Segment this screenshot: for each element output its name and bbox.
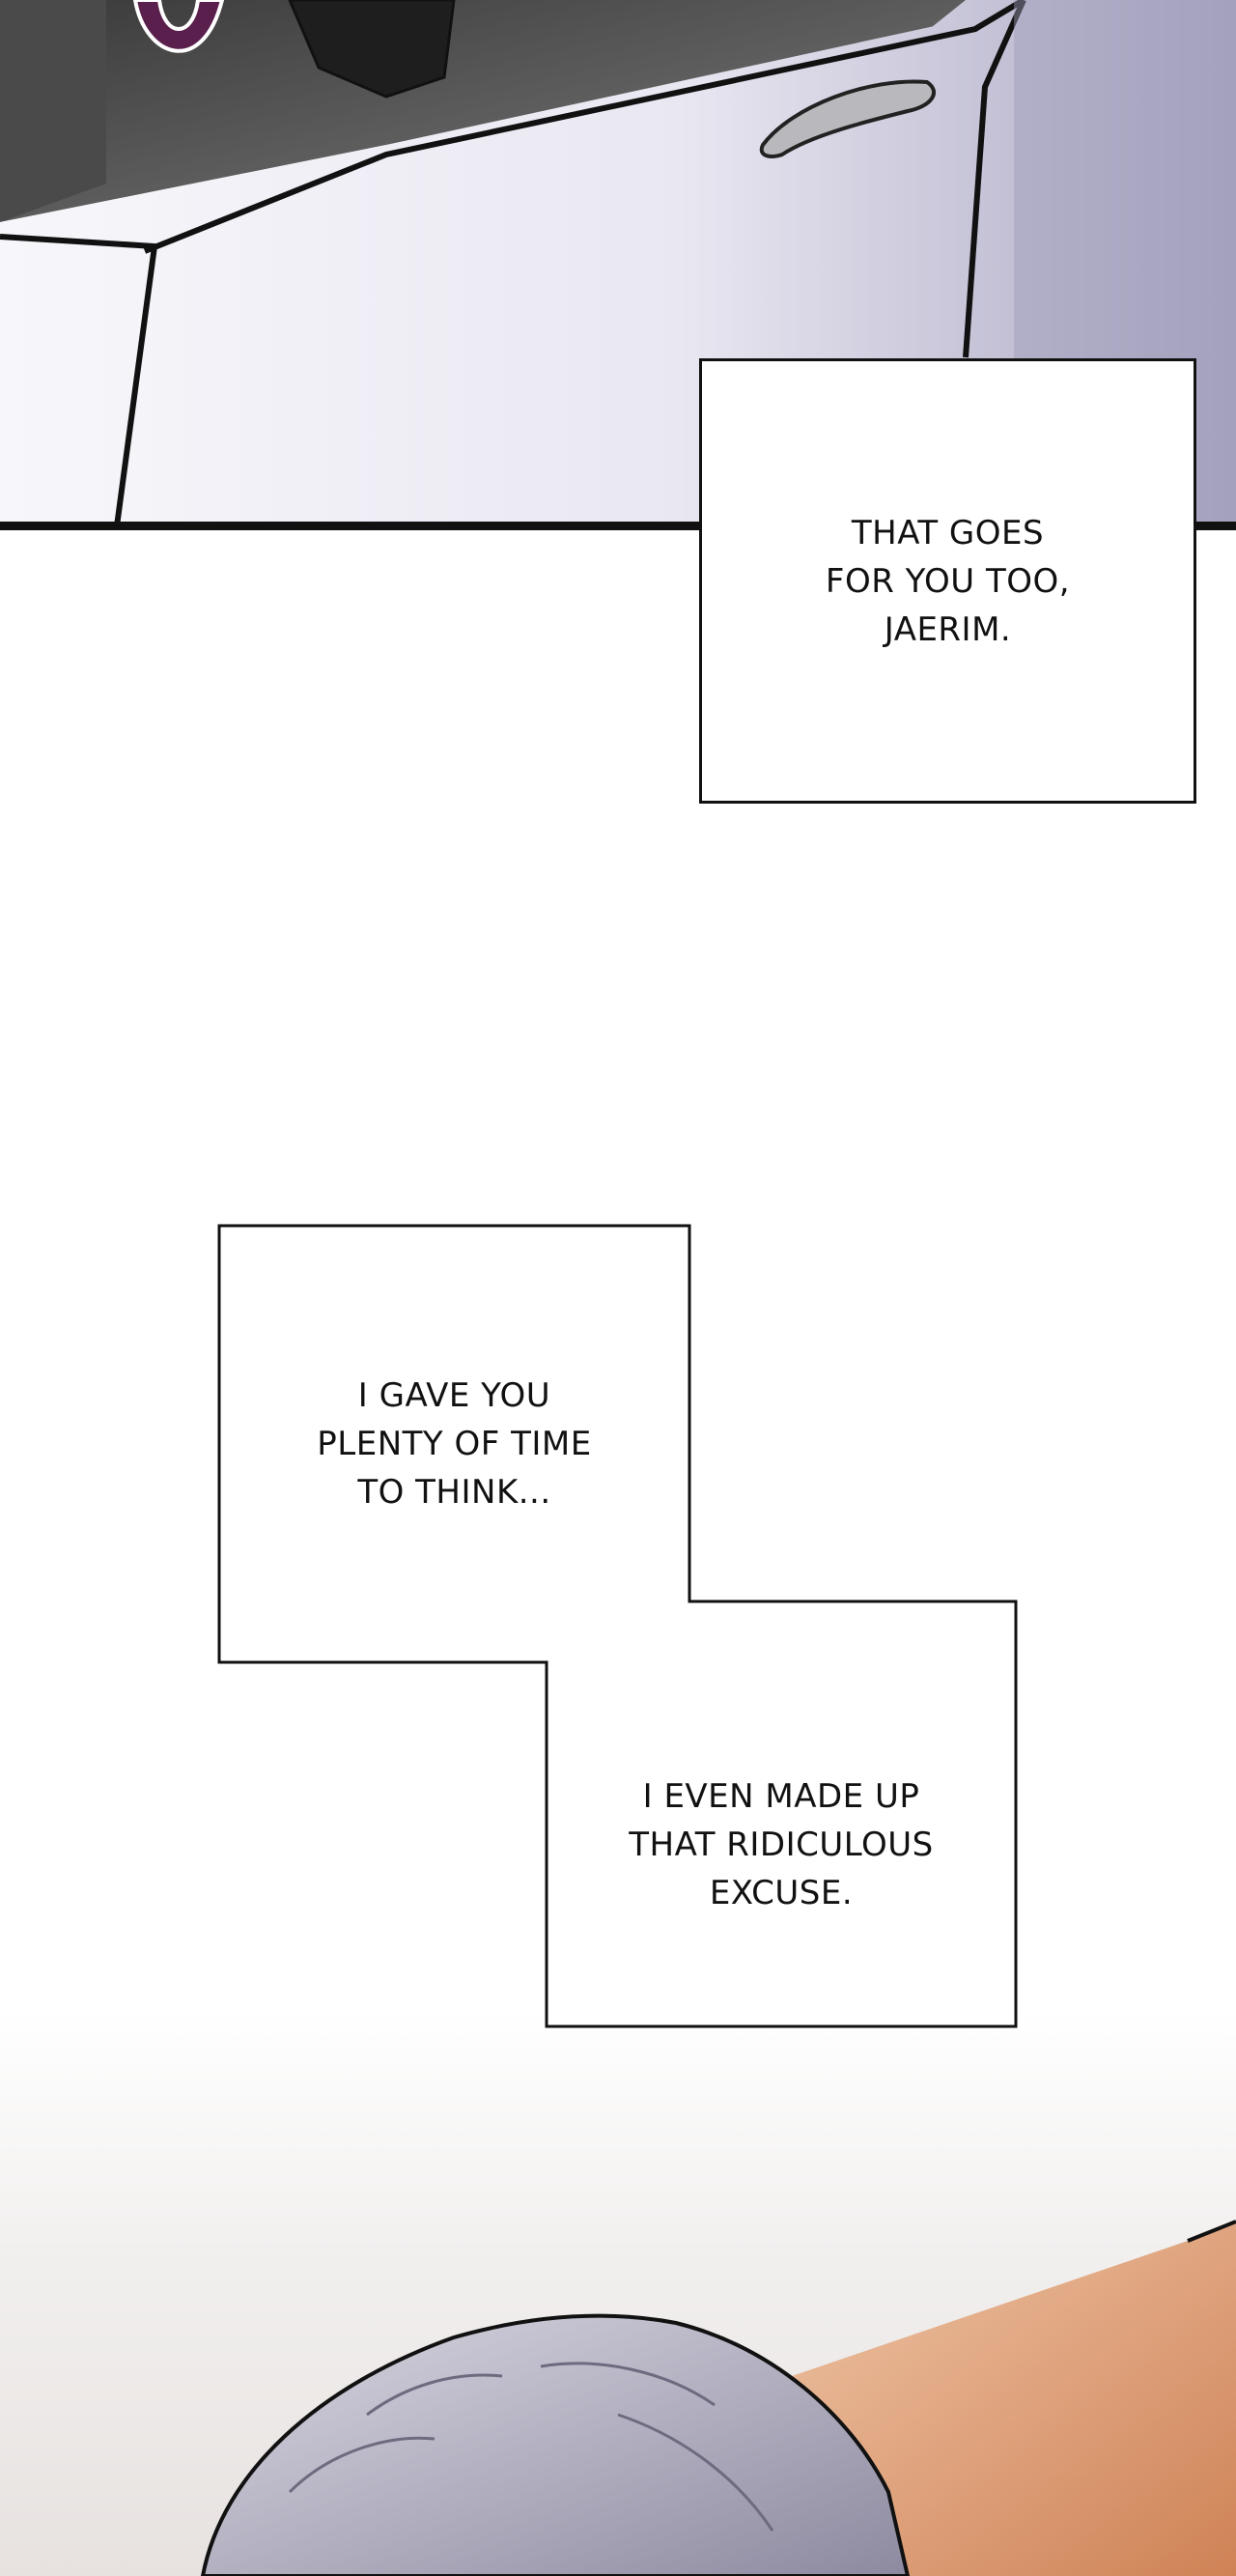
caption-box-jaerim: THAT GOES FOR YOU TOO, JAERIM. xyxy=(699,358,1196,804)
caption-text-jaerim: THAT GOES FOR YOU TOO, JAERIM. xyxy=(825,513,1071,649)
caption-stepped-frame xyxy=(217,1224,1018,2028)
character-illustration-panel xyxy=(0,2164,1236,2576)
caption-stepped-group: I GAVE YOU PLENTY OF TIME TO THINK... I … xyxy=(216,1223,1019,2029)
caption-text-time: I GAVE YOU PLENTY OF TIME TO THINK... xyxy=(317,1376,592,1512)
caption-text-excuse: I EVEN MADE UP THAT RIDICULOUS EXCUSE. xyxy=(629,1776,934,1912)
caption-box-excuse: I EVEN MADE UP THAT RIDICULOUS EXCUSE. xyxy=(547,1662,1016,2026)
character-illustration xyxy=(200,2220,1236,2576)
caption-box-time: I GAVE YOU PLENTY OF TIME TO THINK... xyxy=(219,1226,689,1662)
